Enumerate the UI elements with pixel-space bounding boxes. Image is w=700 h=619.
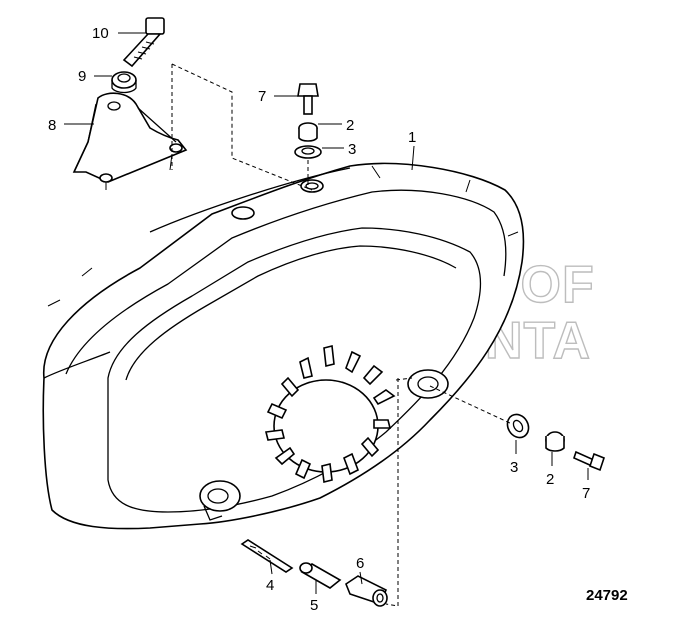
leader-1 bbox=[411, 145, 415, 171]
bolt-7-top-head bbox=[297, 83, 319, 97]
bottom-parts bbox=[240, 539, 388, 607]
vent-slot bbox=[362, 364, 384, 386]
callout-labels: 10 9 8 7 2 3 1 3 2 7 4 5 6 bbox=[48, 25, 590, 614]
leader-lines bbox=[64, 32, 589, 594]
assembly-guide-lines bbox=[171, 63, 513, 607]
guide-bracket-to-cover bbox=[171, 63, 313, 191]
bracket-8-nut-right bbox=[169, 143, 183, 153]
top-fastener-stack bbox=[294, 83, 322, 159]
cover-boss-lower-tab bbox=[203, 505, 223, 521]
spacer-2-top-body bbox=[298, 128, 318, 142]
bolt-7-top-shank bbox=[303, 95, 313, 115]
cover-boss-hole-center-inner bbox=[305, 182, 319, 190]
spacer-2-right-body bbox=[545, 436, 565, 452]
bracket-8-fold bbox=[73, 103, 177, 173]
leader-4 bbox=[269, 559, 273, 575]
vent-slot bbox=[345, 350, 362, 374]
callout-9: 9 bbox=[78, 68, 86, 85]
vent-slot bbox=[323, 345, 335, 367]
callout-8: 8 bbox=[48, 117, 56, 134]
bolt-10-thread bbox=[133, 41, 155, 60]
nut-6-bore bbox=[376, 593, 384, 603]
vent-slot bbox=[360, 436, 380, 458]
callout-4: 4 bbox=[266, 577, 274, 594]
guide-bottom-stack bbox=[385, 378, 399, 607]
bolt-10-shank bbox=[122, 33, 162, 68]
callout-5: 5 bbox=[310, 597, 318, 614]
vent-slot bbox=[321, 463, 333, 483]
sleeve-5-end bbox=[299, 562, 313, 574]
cover-boss-lower bbox=[199, 480, 241, 512]
cover-top-edge bbox=[149, 167, 351, 233]
callout-7-top: 7 bbox=[258, 88, 266, 105]
stud-4-thread bbox=[249, 545, 271, 560]
vent-slot bbox=[372, 389, 396, 406]
nut-6-face bbox=[372, 589, 388, 607]
vent-slot bbox=[265, 429, 285, 441]
spacer-9-bore bbox=[117, 73, 131, 83]
cover-housing bbox=[42, 162, 525, 530]
vent-slot bbox=[280, 376, 300, 398]
callout-10: 10 bbox=[92, 25, 109, 42]
spacer-9-body bbox=[111, 80, 137, 94]
callout-3-right: 3 bbox=[510, 459, 518, 476]
washer-3-right-hole bbox=[512, 419, 524, 433]
bolt-10-head bbox=[145, 17, 165, 35]
cover-boss-lower-hole bbox=[207, 488, 229, 504]
vent-slot bbox=[274, 446, 296, 466]
washer-3-top bbox=[294, 145, 322, 159]
bracket-8-hole bbox=[107, 101, 121, 111]
vent-slot bbox=[266, 402, 288, 420]
stud-4 bbox=[240, 539, 294, 573]
cover-inner-face bbox=[107, 227, 482, 513]
callout-6: 6 bbox=[356, 555, 364, 572]
bracket-assembly bbox=[72, 17, 188, 190]
vent-slot bbox=[373, 419, 392, 429]
cover-inner-face-lip bbox=[125, 245, 457, 381]
callout-2-right: 2 bbox=[546, 471, 554, 488]
guide-bottom-top-tick bbox=[395, 377, 413, 381]
vent-slot bbox=[294, 458, 312, 480]
leader-6 bbox=[359, 571, 363, 585]
vent-slot bbox=[342, 452, 360, 476]
cover-rim-top bbox=[65, 189, 507, 375]
bracket-8 bbox=[72, 92, 188, 183]
cover-rim-step bbox=[43, 351, 111, 379]
washer-3-right bbox=[506, 413, 530, 439]
callout-2-top: 2 bbox=[346, 117, 354, 134]
cover-outer-shell bbox=[42, 162, 525, 530]
cover-boss-hole-center bbox=[300, 179, 324, 193]
cover-boss-right bbox=[407, 369, 449, 399]
cover-boss-right-hole bbox=[417, 376, 439, 392]
bracket-8-nut-left bbox=[99, 173, 113, 183]
cover-boss-hole-left bbox=[231, 206, 255, 220]
bolt-7-right-head bbox=[589, 452, 605, 472]
right-fastener-stack bbox=[506, 413, 605, 472]
callout-3-top: 3 bbox=[348, 141, 356, 158]
callout-7-right: 7 bbox=[582, 485, 590, 502]
washer-3-top-hole bbox=[301, 147, 315, 155]
callout-1: 1 bbox=[408, 129, 416, 146]
cover-vent-slots bbox=[265, 345, 396, 483]
figure-number: 24792 bbox=[586, 587, 628, 604]
vent-slot bbox=[299, 356, 313, 379]
guide-right-stack bbox=[429, 385, 513, 425]
cover-edge-ticks bbox=[47, 165, 519, 307]
